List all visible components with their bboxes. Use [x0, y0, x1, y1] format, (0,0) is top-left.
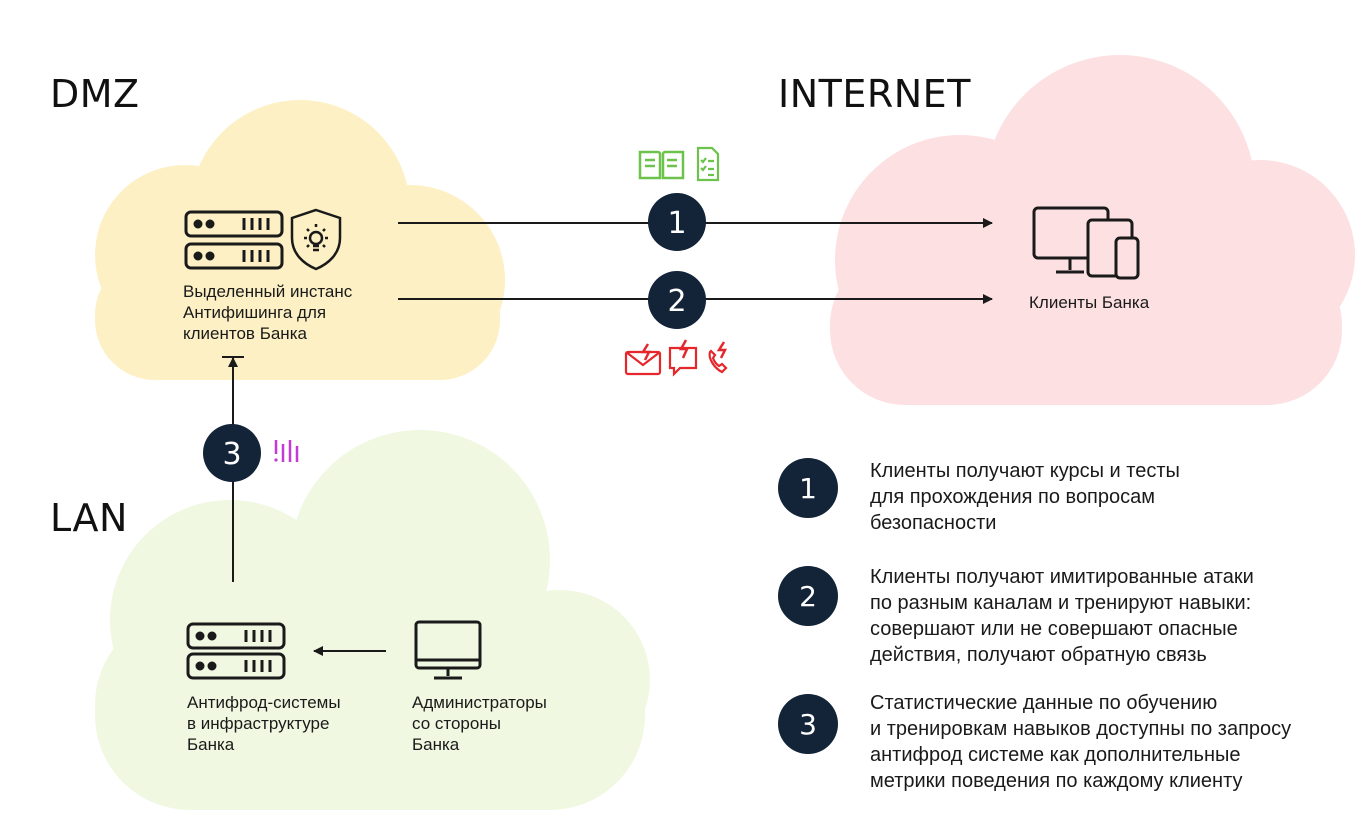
server-icon [184, 210, 284, 270]
svg-text:1: 1 [667, 206, 686, 241]
antiphishing-instance-label: Выделенный инстанс Антифишинга для клиен… [183, 282, 353, 343]
phone-attack-icon [708, 341, 728, 374]
legend-text-2: Клиенты получают имитированные атаки по … [870, 566, 1254, 666]
shield-icon [290, 208, 342, 271]
step-badge-2: 2 [648, 271, 706, 329]
step-badge-3: 3 [203, 424, 261, 482]
devices-icon [1032, 206, 1140, 280]
antifraud-server-icon [186, 622, 286, 680]
stats-icon [274, 440, 299, 462]
zone-title-internet: INTERNET [778, 72, 971, 116]
chat-attack-icon [668, 339, 698, 377]
legend-text-1: Клиенты получают курсы и тесты для прохо… [870, 460, 1180, 534]
legend-badge-2: 2 [778, 566, 838, 626]
checklist-icon [696, 146, 720, 182]
legend-text-3: Статистические данные по обучению и трен… [870, 692, 1292, 792]
monitor-icon [414, 620, 482, 680]
zone-title-dmz: DMZ [50, 72, 140, 116]
svg-text:3: 3 [222, 437, 241, 472]
bank-clients-label: Клиенты Банка [1029, 293, 1150, 312]
internet-cloud [830, 55, 1355, 405]
email-attack-icon [624, 343, 662, 376]
lan-cloud [95, 430, 650, 810]
step-badge-1: 1 [648, 193, 706, 251]
book-icon [638, 150, 685, 180]
dmz-cloud [95, 100, 505, 380]
svg-text:2: 2 [667, 284, 686, 319]
antifraud-systems-label: Антифрод-системы в инфраструктуре Банка [187, 693, 341, 754]
legend-badge-3: 3 [778, 694, 838, 754]
legend-badge-1: 1 [778, 458, 838, 518]
bank-admins-label: Администраторы со стороны Банка [412, 693, 547, 754]
zone-title-lan: LAN [50, 496, 128, 540]
